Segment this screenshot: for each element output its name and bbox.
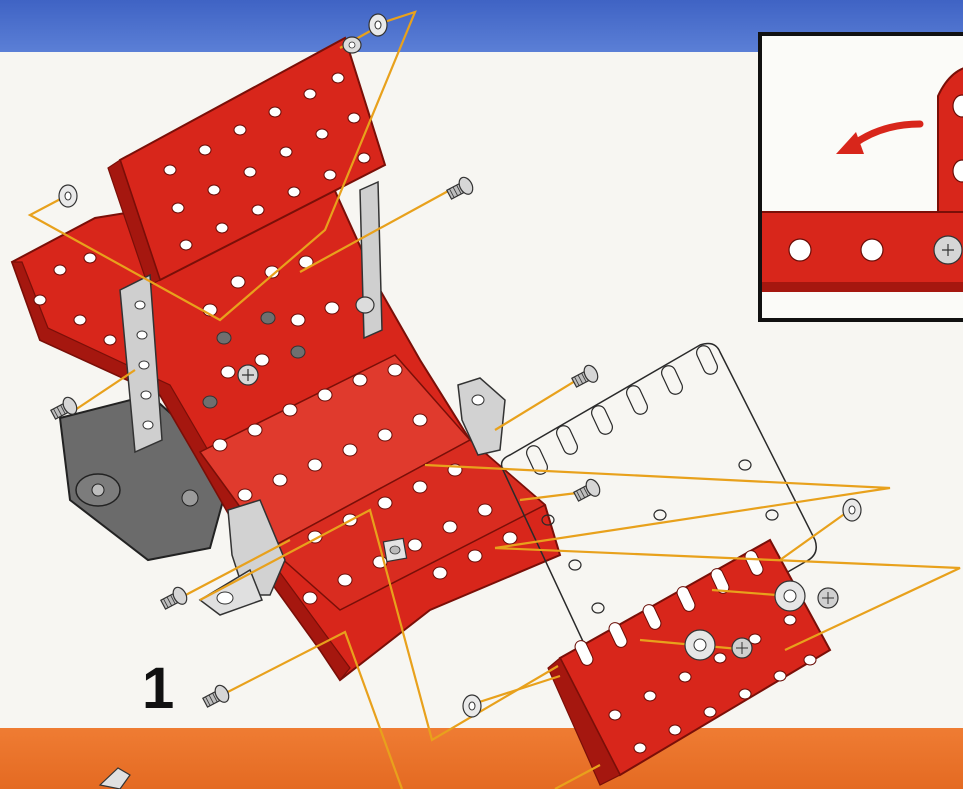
silver-bracket-upright — [360, 182, 382, 338]
washer-icon — [685, 630, 715, 660]
washer-icon — [59, 185, 77, 207]
washer-icon — [843, 499, 861, 521]
detail-inset — [758, 32, 963, 322]
washer-icon — [463, 695, 481, 717]
nut-icon — [818, 588, 838, 608]
bolt-icon — [572, 477, 603, 505]
washer-icon — [369, 14, 387, 36]
nut-icon — [732, 638, 752, 658]
nut-icon — [343, 37, 361, 53]
nut-icon — [356, 297, 374, 313]
red-bracket-plate — [548, 540, 830, 785]
bolt-icon — [159, 585, 190, 613]
inset-drawing — [762, 36, 963, 318]
step-number: 1 — [142, 660, 174, 718]
silver-piece-partial — [100, 768, 130, 789]
curved-arrow-icon — [836, 124, 920, 154]
bolt-icon — [570, 363, 601, 391]
washer-icon — [775, 581, 805, 611]
bolt-icon — [445, 175, 476, 203]
bolt-icon — [201, 683, 232, 711]
bolt-head-icon — [934, 236, 962, 264]
